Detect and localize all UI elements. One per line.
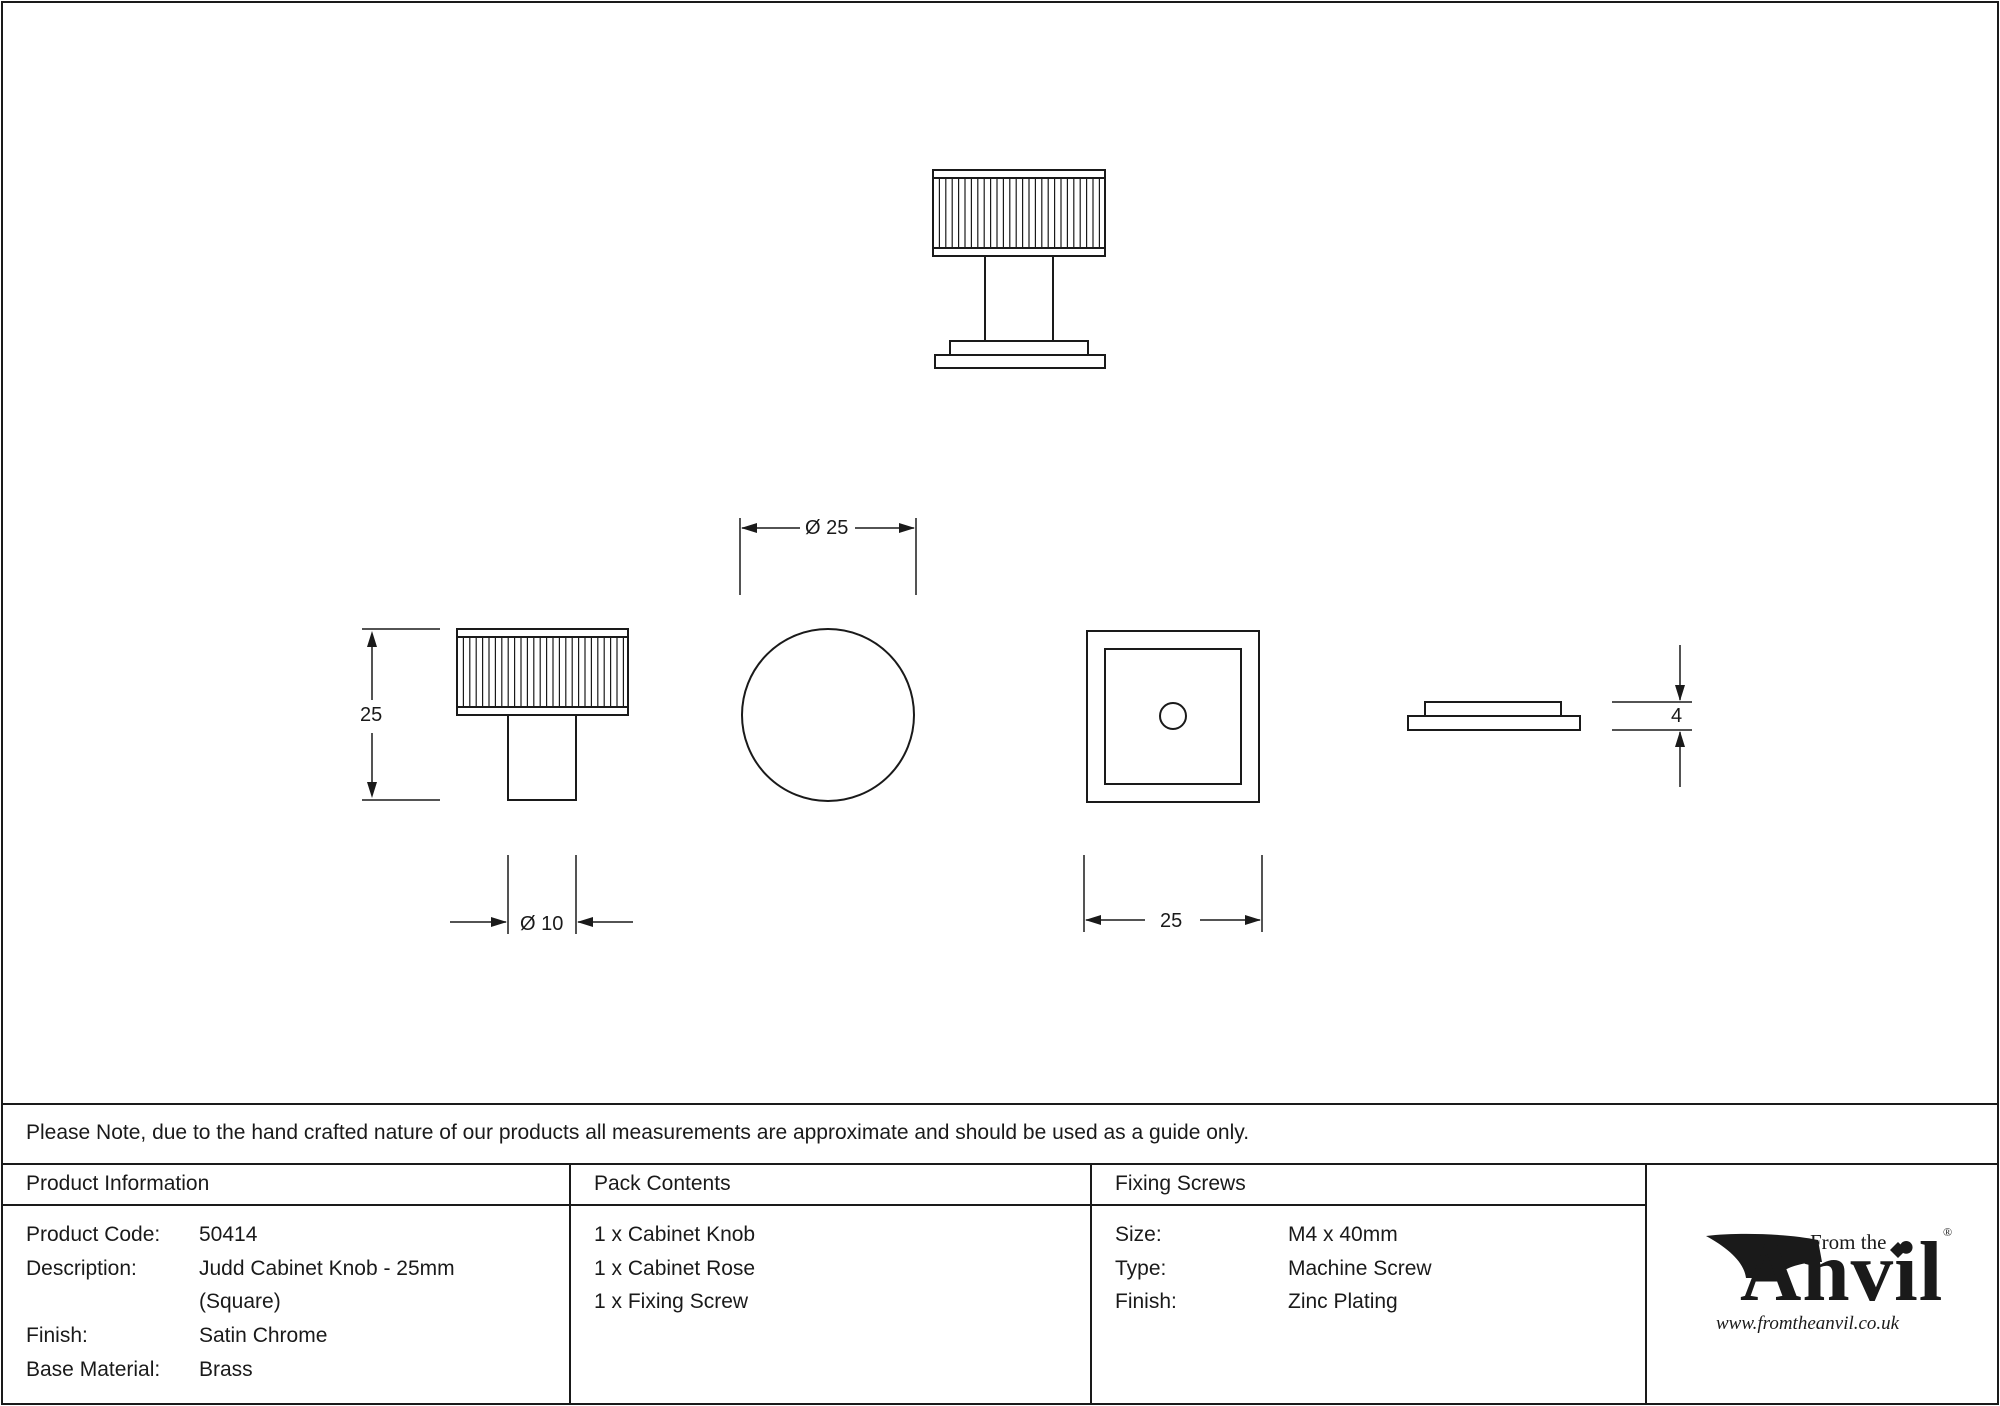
rose-side-profile (1407, 701, 1581, 731)
height-arrow-bottom (367, 782, 377, 798)
screw-type-value: Machine Screw (1288, 1257, 1432, 1280)
screw-finish-value: Zinc Plating (1288, 1290, 1398, 1313)
knob-face-circle (741, 628, 915, 802)
anvil-logo-icon (1706, 1233, 1906, 1278)
screw-finish-label: Finish: (1115, 1290, 1177, 1313)
fixing-screws-header: Fixing Screws (1115, 1172, 1246, 1195)
logo-url-text: www.fromtheanvil.co.uk (1716, 1313, 1900, 1334)
base-material-label: Base Material: (26, 1358, 161, 1381)
top-dia-arrow-left (741, 523, 757, 533)
finish-value: Satin Chrome (199, 1324, 328, 1347)
height-arrow-top (367, 631, 377, 647)
side-view (456, 628, 629, 801)
pack-item: 1 x Fixing Screw (594, 1290, 749, 1313)
description-label: Description: (26, 1257, 137, 1280)
pack-item: 1 x Cabinet Rose (594, 1257, 756, 1280)
pack-item: 1 x Cabinet Knob (594, 1223, 756, 1246)
top-elevation-view (932, 169, 1106, 369)
logo-registered-mark: ® (1943, 1225, 1953, 1239)
description-value-cont: (Square) (199, 1290, 281, 1313)
logo-brand-text: Anvil (1740, 1225, 1944, 1319)
height-label: 25 (356, 703, 387, 727)
rose-width-label: 25 (1156, 909, 1187, 933)
stem-arrow-right (577, 917, 593, 927)
thickness-arrow-bottom (1675, 731, 1685, 747)
description-value: Judd Cabinet Knob - 25mm (199, 1257, 455, 1280)
thickness-arrow-top (1675, 685, 1685, 701)
from-the-anvil-logo: From the Anvil ® www.fromtheanvil.co.uk (1700, 1225, 1960, 1350)
product-code-value: 50414 (199, 1223, 258, 1246)
measurement-note: Please Note, due to the hand crafted nat… (26, 1121, 1250, 1144)
stem-diameter-label: Ø 10 (516, 912, 568, 936)
screw-size-label: Size: (1115, 1223, 1162, 1246)
square-rose-view (1086, 630, 1260, 803)
screw-type-label: Type: (1115, 1257, 1167, 1280)
rose-thickness-label: 4 (1667, 704, 1687, 728)
product-info-header: Product Information (26, 1172, 210, 1195)
finish-label: Finish: (26, 1324, 88, 1347)
rose-arrow-left (1085, 915, 1101, 925)
pack-contents-header: Pack Contents (594, 1172, 731, 1195)
top-dia-arrow-right (899, 523, 915, 533)
screw-size-value: M4 x 40mm (1288, 1223, 1398, 1246)
logo-from-the-text: From the (1810, 1230, 1887, 1254)
product-code-label: Product Code: (26, 1223, 161, 1246)
stem-arrow-left (491, 917, 507, 927)
base-material-value: Brass (199, 1358, 253, 1381)
top-diameter-label: Ø 25 (801, 516, 853, 540)
rose-arrow-right (1245, 915, 1261, 925)
